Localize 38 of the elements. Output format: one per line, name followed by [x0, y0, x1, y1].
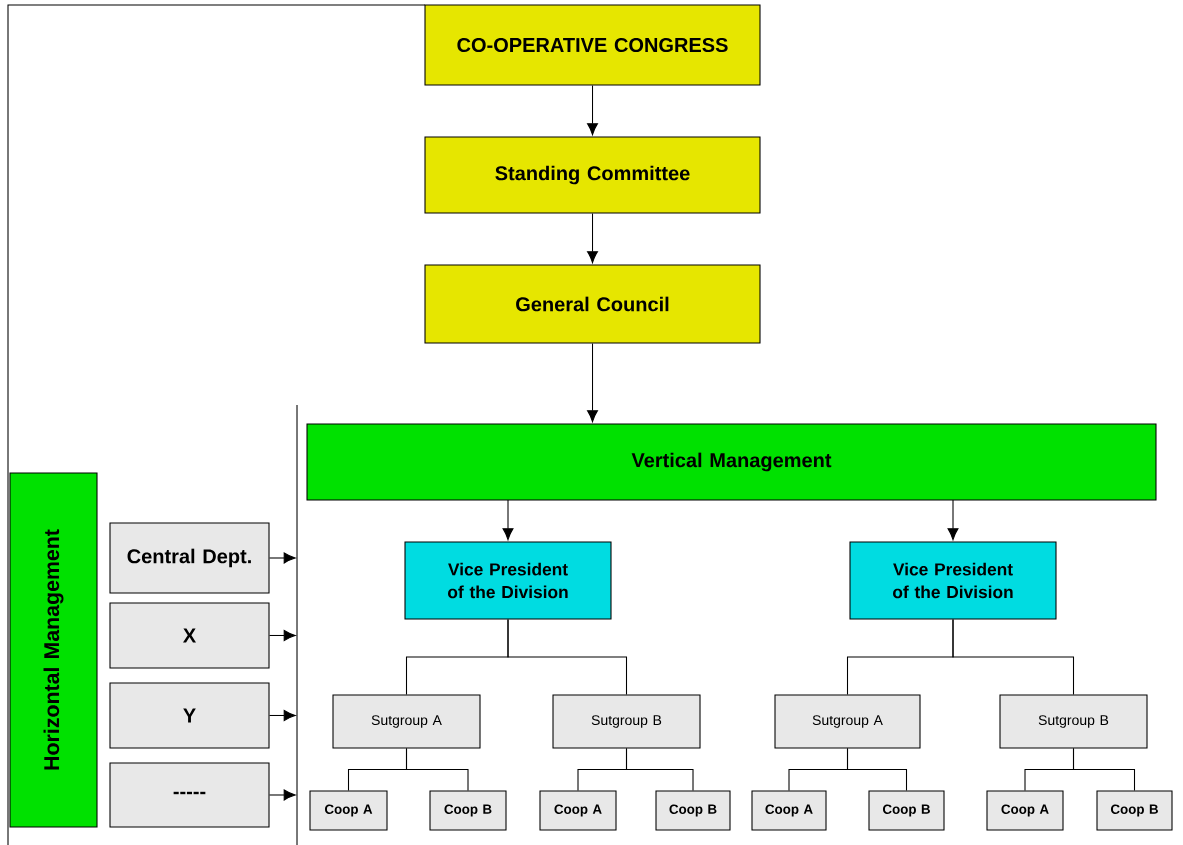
unit-box: Coop B: [868, 790, 945, 831]
unit-box: Y: [109, 682, 270, 749]
unit-box: Coop A: [539, 790, 617, 831]
division-box: Vice President of the Division: [404, 541, 612, 620]
connector: [587, 343, 598, 423]
unit-box: Sutgroup B: [552, 694, 701, 749]
connector: [587, 85, 598, 136]
unit-box: X: [109, 602, 270, 669]
connector: [846, 748, 908, 791]
unit-box: Coop B: [655, 790, 731, 831]
unit-box: Sutgroup B: [999, 694, 1148, 749]
connector: [269, 789, 296, 801]
council-box: Standing Committee: [424, 136, 761, 214]
connector: [269, 630, 296, 641]
unit-box: Coop A: [986, 790, 1064, 831]
unit-box: Central Dept.: [109, 522, 270, 594]
connector: [1072, 748, 1136, 791]
unit-box: Coop B: [429, 790, 507, 831]
division-box: Vice President of the Division: [849, 541, 1057, 620]
connector: [587, 213, 598, 264]
council-box: General Council: [424, 264, 761, 344]
unit-box: Coop B: [1096, 790, 1173, 831]
connector: [952, 619, 1075, 695]
connector: [507, 619, 628, 695]
connector: [269, 710, 296, 721]
unit-box: Coop A: [751, 790, 827, 831]
management-box: Vertical Management: [306, 423, 1157, 501]
connector: [947, 499, 959, 541]
connector: [625, 748, 694, 791]
connector: [405, 748, 469, 791]
council-box: CO-OPERATIVE CONGRESS: [424, 4, 761, 86]
unit-box: Sutgroup A: [332, 694, 481, 749]
management-box: Horizontal Management: [9, 472, 98, 828]
unit-box: Sutgroup A: [774, 694, 921, 749]
unit-box: -----: [109, 762, 270, 828]
connector: [269, 552, 296, 564]
connector: [502, 499, 514, 541]
unit-box: Coop A: [309, 790, 388, 831]
